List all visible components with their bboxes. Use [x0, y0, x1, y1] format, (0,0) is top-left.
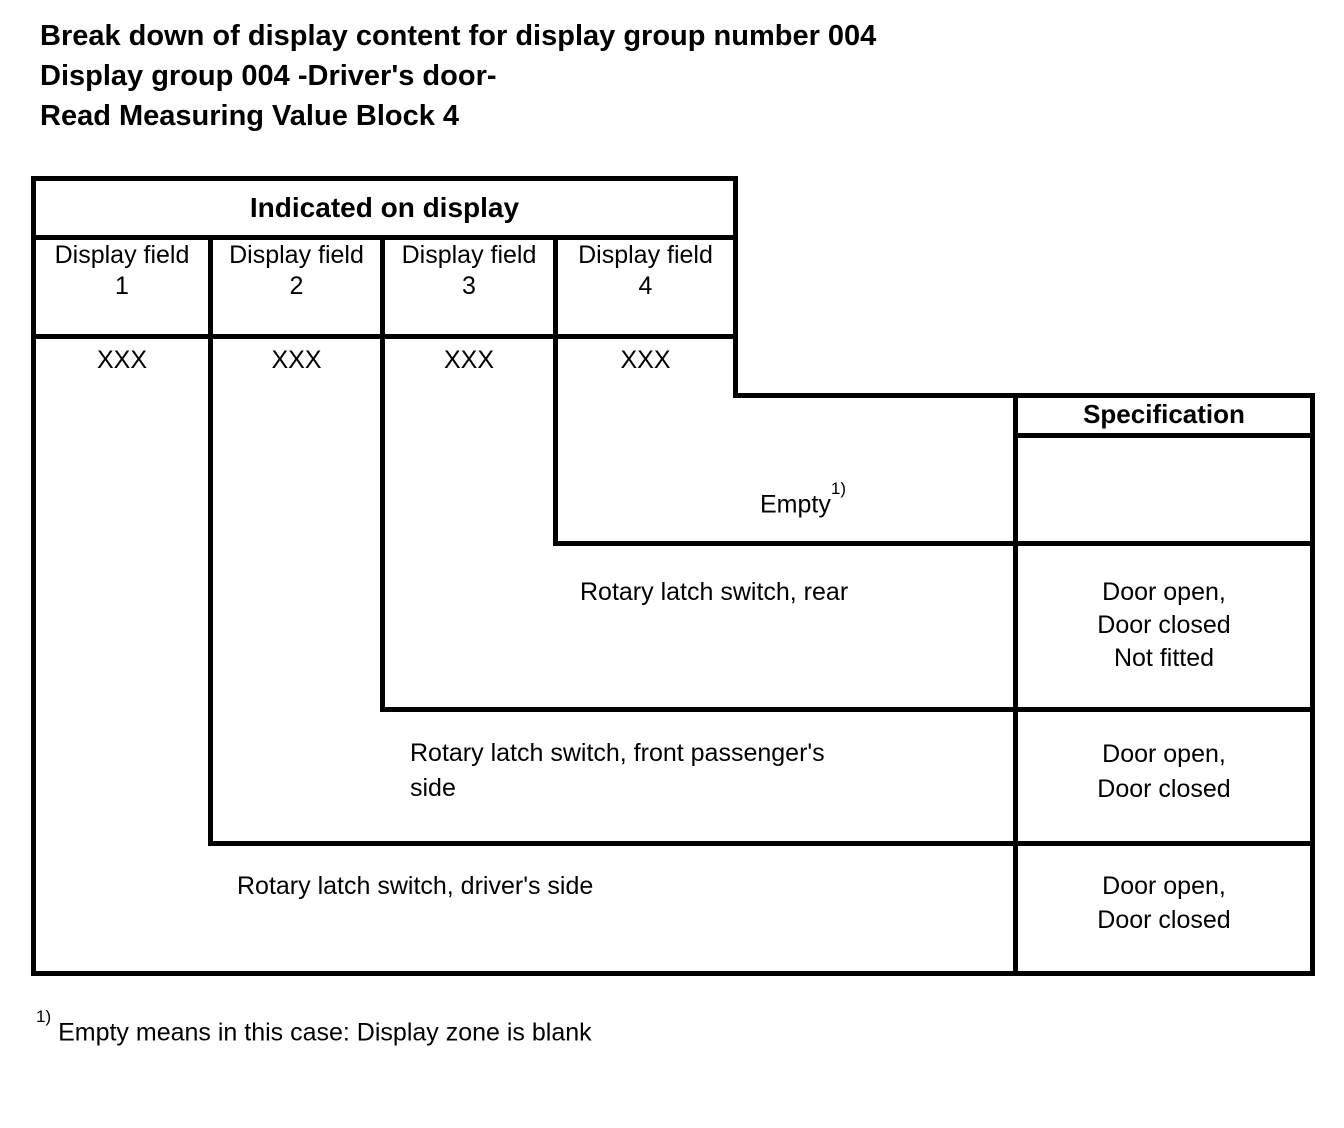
title-line-1: Break down of display content for displa…: [40, 20, 877, 52]
spec-field-1-driver: Door open, Door closed: [1018, 869, 1310, 937]
title-line-2: Display group 004 -Driver's door-: [40, 60, 497, 92]
table-divider-col3-col4: [553, 235, 558, 546]
specification-header: Specification: [1083, 399, 1245, 429]
column-header-label: Display field: [578, 241, 713, 269]
spec-field-2-front-passenger: Door open, Door closed: [1018, 737, 1310, 807]
spec-line: Door closed: [1097, 906, 1231, 934]
spec-line: Door closed: [1097, 611, 1231, 639]
label-line-2: side: [410, 774, 456, 802]
empty-footnote-marker: 1): [830, 479, 846, 498]
table-border-row1-bottom: [553, 541, 1315, 546]
column-header-display-field-2: Display field 2: [213, 240, 380, 302]
column-header-number: 1: [115, 272, 129, 300]
table-divider-col1-col2: [208, 235, 213, 846]
footnote-text: Empty means in this case: Display zone i…: [58, 1018, 592, 1047]
row-label-field-2-front-passenger: Rotary latch switch, front passenger's s…: [410, 736, 825, 806]
table-border-top: [31, 176, 738, 181]
spec-line: Not fitted: [1113, 644, 1215, 672]
column-header-display-field-1: Display field 1: [36, 240, 208, 302]
title-line-3: Read Measuring Value Block 4: [40, 100, 460, 132]
row-label-field-3-rear: Rotary latch switch, rear: [580, 578, 849, 606]
table-border-spec-right: [1310, 393, 1315, 976]
table-border-under-spec-header: [1013, 433, 1315, 438]
label-line-1: Rotary latch switch, front passenger's: [410, 739, 825, 767]
row-label-field-4-empty: Empty1): [760, 479, 846, 521]
table-border-spec-top: [733, 393, 1315, 398]
spec-line: Door closed: [1097, 775, 1231, 803]
page-title: Break down of display content for displa…: [40, 16, 876, 136]
table-border-left: [31, 176, 36, 976]
footnote-marker: 1): [36, 1007, 52, 1026]
spec-line: Door open,: [1102, 740, 1226, 768]
column-header-label: Display field: [229, 241, 364, 269]
row-label-field-1-driver: Rotary latch switch, driver's side: [237, 872, 594, 900]
display-value-field-3: XXX: [443, 346, 495, 374]
empty-label: Empty: [760, 490, 831, 519]
display-value-field-2: XXX: [271, 346, 322, 374]
column-header-number: 4: [638, 272, 653, 300]
display-value-field-4: XXX: [620, 346, 671, 374]
table-border-bottom: [31, 971, 1315, 976]
footnote: 1) Empty means in this case: Display zon…: [36, 1007, 592, 1049]
column-header-display-field-4: Display field 4: [558, 240, 733, 302]
spec-line: Door open,: [1102, 872, 1226, 900]
column-header-label: Display field: [401, 241, 537, 269]
spec-line: Door open,: [1102, 578, 1226, 606]
display-value-field-1: XXX: [96, 346, 148, 374]
table-border-row3-bottom: [208, 841, 1315, 846]
table-border-row2-bottom: [380, 707, 1315, 712]
table-divider-col2-col3: [380, 235, 385, 712]
column-header-display-field-3: Display field 3: [385, 240, 553, 302]
column-header-label: Display field: [54, 241, 190, 269]
column-header-number: 2: [289, 272, 304, 300]
indicated-on-display-header: Indicated on display: [249, 192, 520, 223]
table-divider-spec-left: [1013, 393, 1018, 976]
column-header-number: 3: [462, 272, 476, 300]
table-border-header-right: [733, 176, 738, 398]
spec-field-3-rear: Door open, Door closed Not fitted: [1018, 576, 1310, 675]
